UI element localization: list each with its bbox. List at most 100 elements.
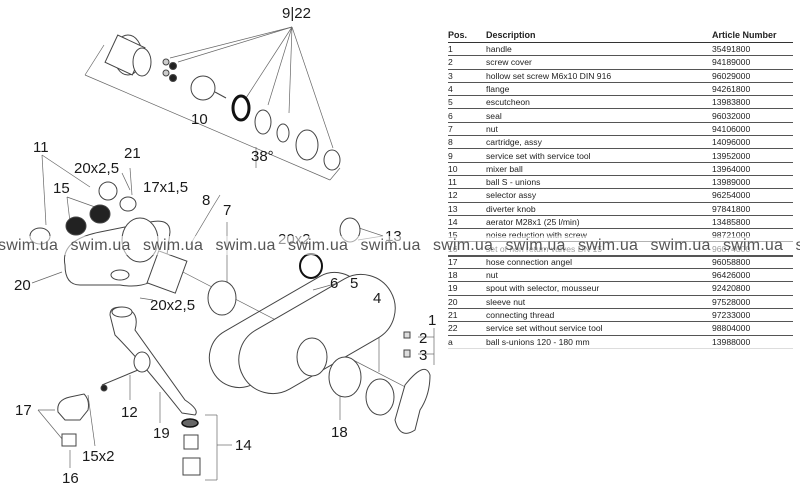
cell-pos: 1 [448,42,486,57]
cell-description: service set with service tool [486,148,712,163]
callout-7: 7 [223,202,232,219]
watermark-text: swim.ua [215,237,276,254]
table-row-divider [448,255,793,257]
cell-description: hose connection angel [486,255,712,270]
cell-pos: 5 [448,95,486,110]
cell-article-number: 92420800 [712,281,793,296]
cell-article-number: 13989000 [712,175,793,190]
header-article-number: Article Number [712,26,793,43]
callout-8: 8 [202,192,211,209]
callout-10: 10 [191,111,208,128]
cell-description: nut [486,122,712,137]
callout-20: 20 [14,277,31,294]
callout-20x2-5-mid: 20x2,5 [150,297,196,314]
callout-11: 11 [33,139,49,156]
cell-pos: a [448,335,486,349]
cell-article-number: 96032000 [712,108,793,123]
watermark-text: swim.ua [288,237,349,254]
cell-article-number: 97233000 [712,308,793,323]
cell-pos: 22 [448,321,486,336]
cell-article-number: 97528000 [712,295,793,309]
cell-pos: 7 [448,122,486,137]
callout-14: 14 [235,437,252,454]
watermark-band [0,236,800,255]
watermark-text: swim.ua [505,237,566,254]
callout-16: 16 [62,470,79,487]
callout-5: 5 [350,275,359,292]
cell-description: screw cover [486,55,712,70]
callout-19: 19 [153,425,170,442]
watermark-text: swim.ua [578,237,639,254]
cell-article-number: 97841800 [712,202,793,216]
cell-article-number: 13964000 [712,162,793,176]
callout-15: 15 [53,180,70,197]
watermark-text: swim.ua [795,237,800,254]
callout-3: 3 [419,347,428,364]
leader-lines [31,26,435,481]
cell-description: spout with selector, mousseur [486,281,712,296]
callout-9-22: 9|22 [282,5,311,22]
cell-pos: 3 [448,69,486,83]
cell-pos: 8 [448,135,486,150]
cell-article-number: 96254000 [712,188,793,203]
cell-description: handle [486,42,712,57]
callout-20x2-5-top: 20x2,5 [74,160,120,177]
cell-pos: 12 [448,188,486,203]
callout-17: 17 [15,402,32,419]
cell-pos: 9 [448,148,486,163]
watermark-text: swim.ua [723,237,784,254]
cell-description: ball S - unions [486,175,712,190]
cell-pos: 14 [448,215,486,230]
aerator [181,418,201,476]
table-header-row: Pos. Description Article Number [448,26,793,43]
cell-pos: 19 [448,281,486,296]
cell-description: flange [486,82,712,97]
cell-article-number: 94106000 [712,122,793,137]
callout-4: 4 [373,290,382,307]
callout-12: 12 [121,404,138,421]
spout [100,306,197,416]
cell-pos: 21 [448,308,486,323]
cell-pos: 17 [448,255,486,270]
cell-pos: 13 [448,202,486,216]
watermark-text: swim.ua [70,237,131,254]
cell-description: mixer ball [486,162,712,176]
cell-pos: 4 [448,82,486,97]
cell-description: connecting thread [486,308,712,323]
cell-article-number: 94189000 [712,55,793,70]
cell-pos: 2 [448,55,486,70]
cell-description: aerator M28x1 (25 l/min) [486,215,712,230]
cell-description: escutcheon [486,95,712,110]
watermark-text: swim.ua [360,237,421,254]
cell-description: diverter knob [486,202,712,216]
callout-17x1-5: 17x1,5 [143,179,189,196]
cell-description: ball s-unions 120 - 180 mm [486,335,712,349]
cell-article-number: 14096000 [712,135,793,150]
cell-article-number: 13983800 [712,95,793,110]
cell-article-number: 94261800 [712,82,793,97]
watermark-text: swim.ua [143,237,204,254]
cell-article-number: 98804000 [712,321,793,336]
cell-article-number: 13952000 [712,148,793,163]
callout-1: 1 [428,312,437,329]
cell-description: nut [486,268,712,283]
